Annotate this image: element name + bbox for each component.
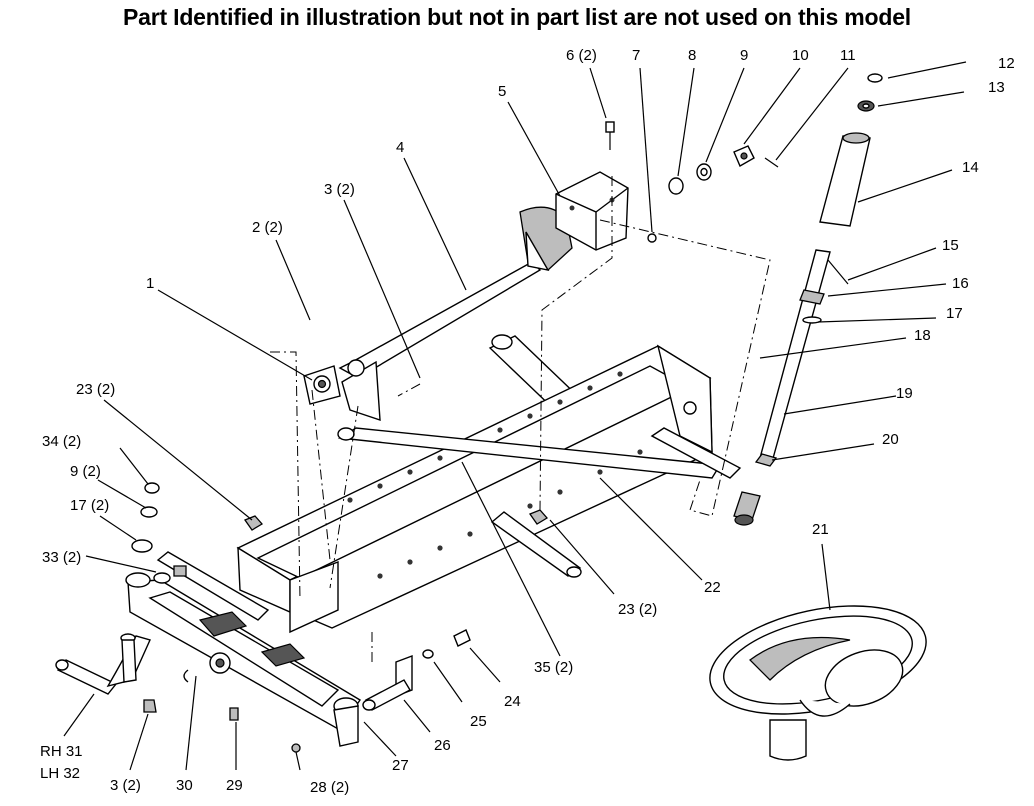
steering-shaft-assembly xyxy=(303,206,573,421)
steering-column xyxy=(733,73,883,526)
callout-25: 25 xyxy=(470,713,487,730)
callout-22: 22 xyxy=(704,579,721,596)
callout-8: 8 xyxy=(688,47,696,64)
callout-32: LH 32 xyxy=(40,765,80,782)
callout-5: 5 xyxy=(498,83,506,100)
callout-3b: 3 (2) xyxy=(110,777,141,794)
callout-20: 20 xyxy=(882,431,899,448)
bracket-hardware xyxy=(605,121,779,243)
callout-6: 6 (2) xyxy=(566,47,597,64)
callout-15: 15 xyxy=(942,237,959,254)
callout-24: 24 xyxy=(504,693,521,710)
callout-1: 1 xyxy=(146,275,154,292)
callout-28: 28 (2) xyxy=(310,779,349,796)
callout-7: 7 xyxy=(632,47,640,64)
callout-10: 10 xyxy=(792,47,809,64)
axle-hardware xyxy=(131,482,471,753)
callout-23a: 23 (2) xyxy=(76,381,115,398)
callout-35: 35 (2) xyxy=(534,659,573,676)
alignment-lines xyxy=(270,176,771,662)
callout-labels: 1 2 (2) 3 (2) 3 (2) 4 5 6 (2) 7 8 9 9 (2… xyxy=(40,47,1015,796)
callout-29: 29 xyxy=(226,777,243,794)
callout-12: 12 xyxy=(998,55,1015,72)
callout-17b: 17 (2) xyxy=(70,497,109,514)
callout-14: 14 xyxy=(962,159,979,176)
callout-9b: 9 (2) xyxy=(70,463,101,480)
callout-19: 19 xyxy=(896,385,913,402)
callout-31: RH 31 xyxy=(40,743,83,760)
callout-13: 13 xyxy=(988,79,1005,96)
callout-9a: 9 xyxy=(740,47,748,64)
callout-2: 2 (2) xyxy=(252,219,283,236)
callout-33: 33 (2) xyxy=(42,549,81,566)
steering-wheel xyxy=(709,605,927,761)
callout-4: 4 xyxy=(396,139,404,156)
callout-34: 34 (2) xyxy=(42,433,81,450)
callout-27: 27 xyxy=(392,757,409,774)
diagram-title: Part Identified in illustration but not … xyxy=(123,4,911,30)
main-frame xyxy=(236,334,742,634)
callout-18: 18 xyxy=(914,327,931,344)
steering-bracket xyxy=(555,171,629,251)
leader-lines xyxy=(63,61,967,771)
callout-26: 26 xyxy=(434,737,451,754)
callout-11: 11 xyxy=(840,47,856,64)
callout-3a: 3 (2) xyxy=(324,181,355,198)
callout-23b: 23 (2) xyxy=(618,601,657,618)
callout-17a: 17 xyxy=(946,305,963,322)
callout-21: 21 xyxy=(812,521,829,538)
callout-30: 30 xyxy=(176,777,193,794)
callout-16: 16 xyxy=(952,275,969,292)
nuts-23 xyxy=(243,509,549,531)
